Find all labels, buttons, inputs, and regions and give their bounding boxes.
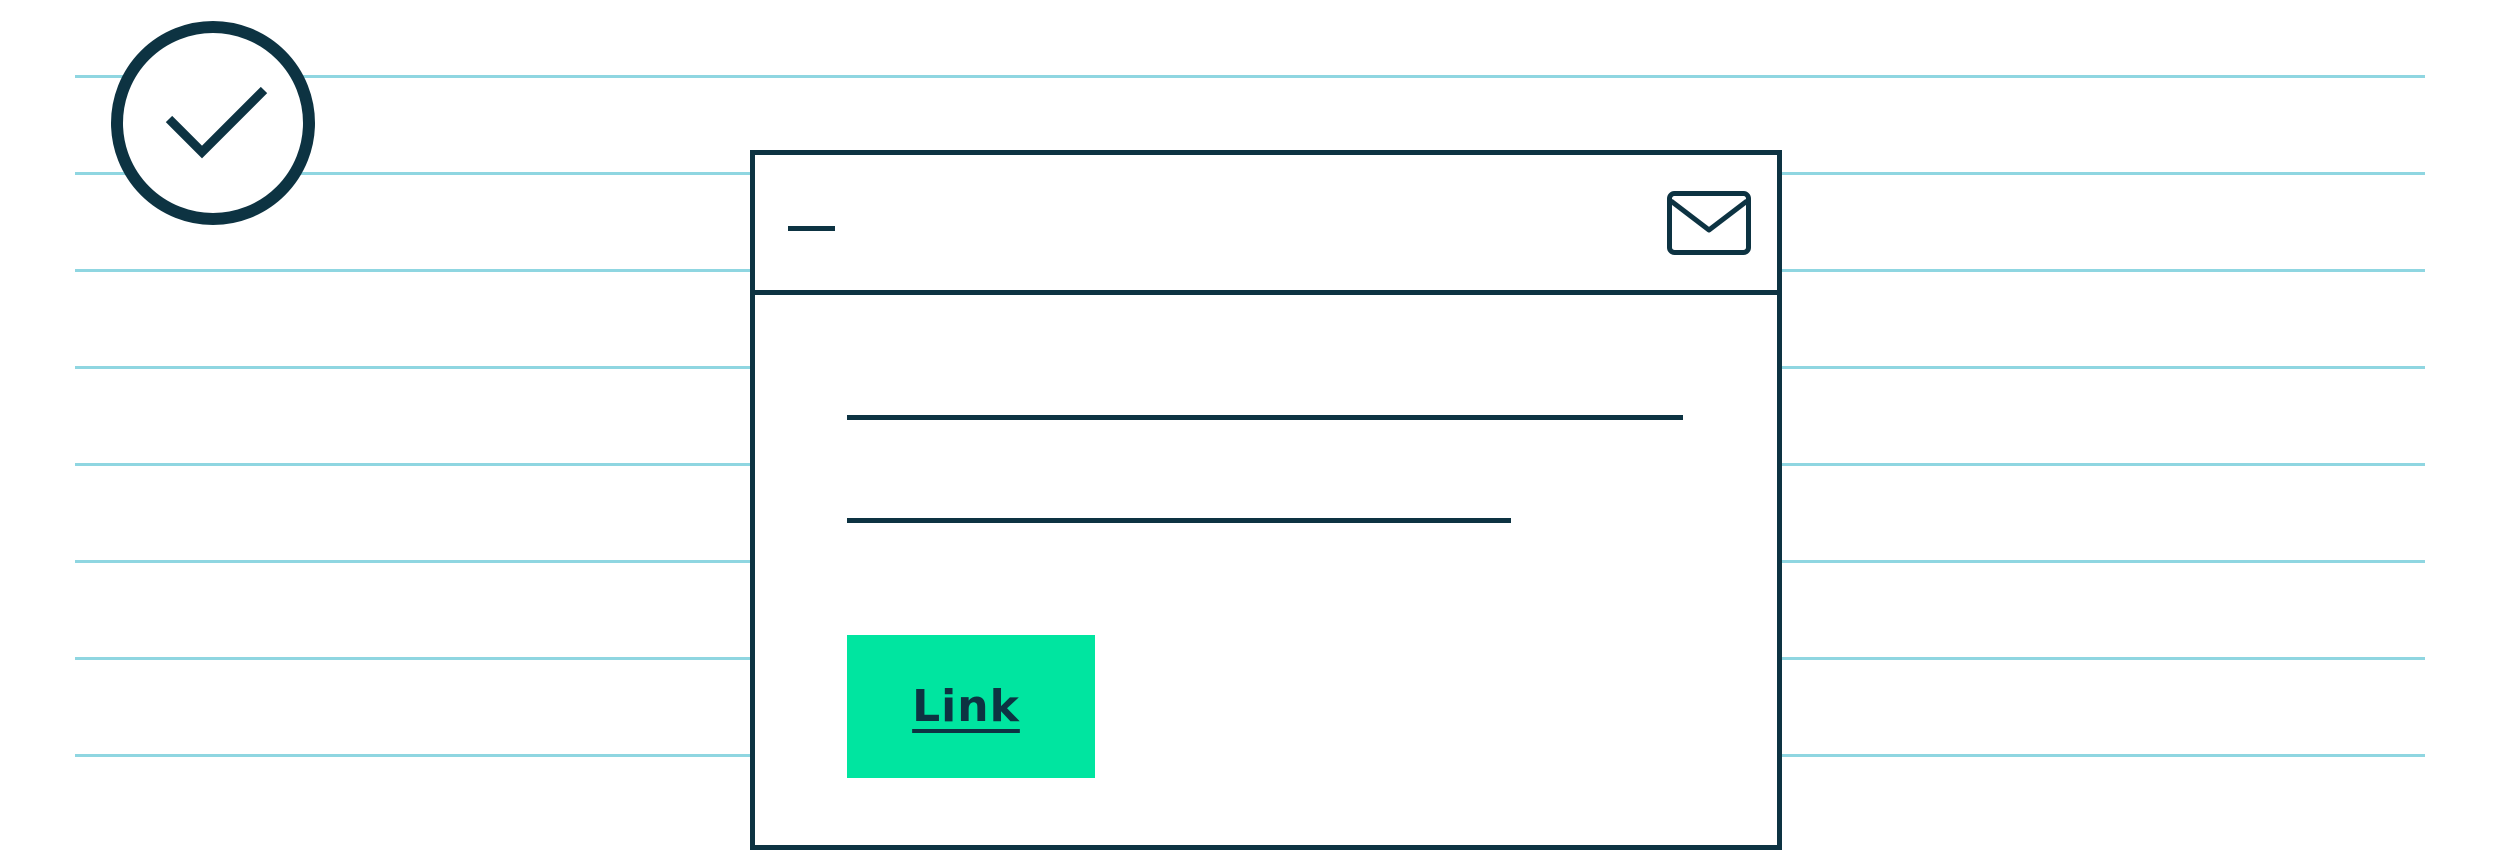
link-button[interactable]: Link [847,635,1095,778]
mail-icon[interactable] [1667,191,1751,255]
link-label: Link [912,681,1020,732]
browser-window: Link [750,150,1782,850]
ruled-line [75,75,2425,78]
text-placeholder-line [847,415,1683,420]
check-circle-icon [111,21,315,225]
browser-header [755,155,1777,295]
text-placeholder-line [847,518,1511,523]
minimize-icon[interactable] [788,226,835,231]
